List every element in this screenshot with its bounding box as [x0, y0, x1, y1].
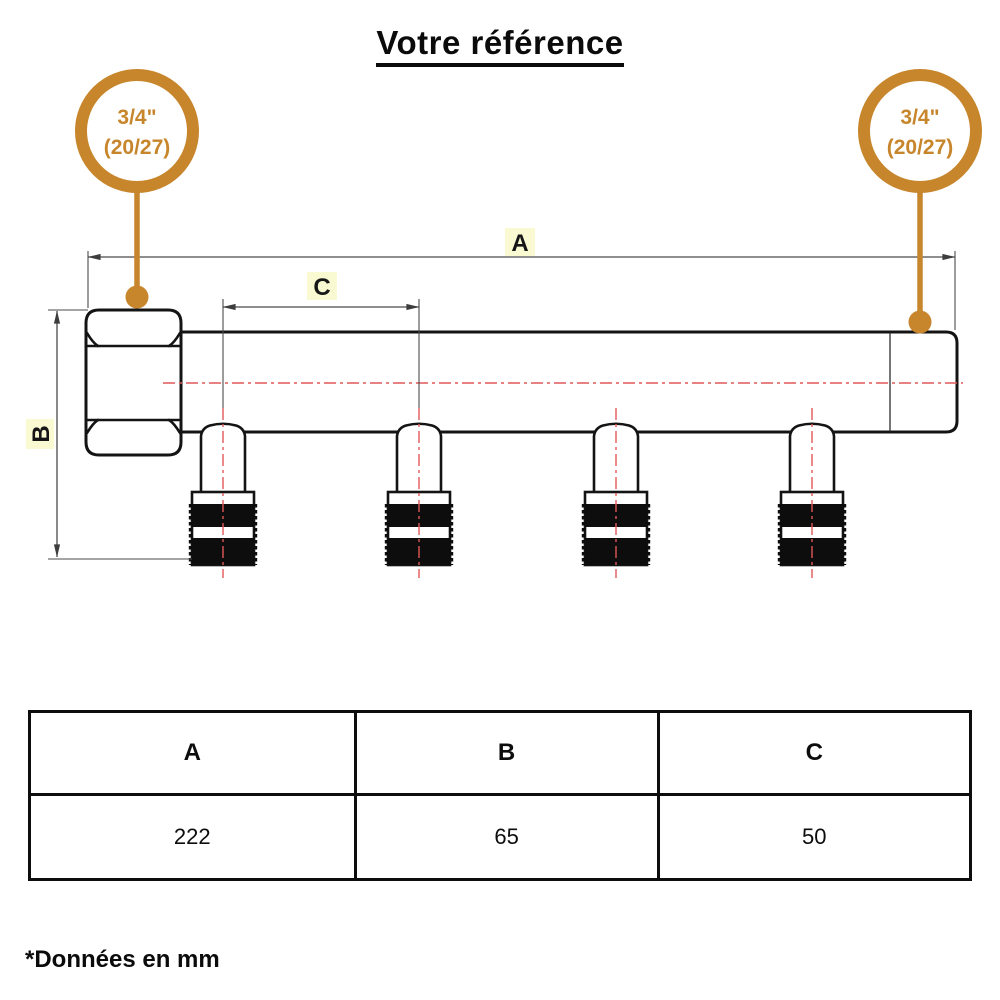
table-header-a: A	[28, 710, 357, 796]
thread-band	[585, 504, 647, 527]
dimension-label-c: C	[313, 274, 330, 301]
table-header-b: B	[353, 710, 660, 796]
dimensions-table: A B C 222 65 50	[28, 710, 973, 881]
dimension-label-b: B	[28, 425, 55, 442]
manifold-body	[84, 308, 959, 567]
table-value-row: 222 65 50	[28, 793, 973, 881]
dimension-label-background	[307, 272, 337, 300]
table-value-b: 65	[353, 793, 660, 881]
dimension-a: A	[87, 228, 956, 330]
table-value-a: 222	[28, 793, 357, 881]
page-title: Votre référence	[376, 24, 624, 67]
thread-band	[388, 504, 450, 527]
callout-leader-dot	[908, 310, 932, 334]
thread-band	[192, 504, 254, 527]
units-footnote: *Données en mm	[25, 946, 220, 973]
callout-right: 3/4" (20/27)	[858, 69, 982, 334]
title-container: Votre référence	[0, 24, 1000, 67]
dimension-label-a: A	[511, 230, 528, 257]
manifold-tube	[179, 330, 959, 434]
thread-band	[781, 504, 843, 527]
callout-thread-text: (20/27)	[104, 136, 171, 159]
table-header-c: C	[656, 710, 973, 796]
dimension-b: B	[26, 309, 192, 560]
callout-left: 3/4" (20/27)	[75, 69, 199, 309]
callout-size-text: 3/4"	[117, 106, 156, 129]
hex-nut-bevels	[85, 331, 182, 435]
callout-thread-text: (20/27)	[887, 136, 954, 159]
table-value-c: 50	[656, 793, 973, 881]
dimension-label-background	[505, 228, 535, 256]
callout-circle	[75, 69, 199, 193]
centerlines	[163, 382, 963, 578]
callout-circle	[858, 69, 982, 193]
table-header-row: A B C	[28, 710, 973, 796]
dimension-label-background	[26, 419, 54, 449]
callout-leader-dot	[125, 285, 149, 309]
outlet-1	[188, 422, 258, 567]
callout-size-text: 3/4"	[900, 106, 939, 129]
dimension-c: C	[222, 272, 420, 408]
manifold-technical-drawing: A C B 3/4" (20/27)	[26, 69, 982, 578]
